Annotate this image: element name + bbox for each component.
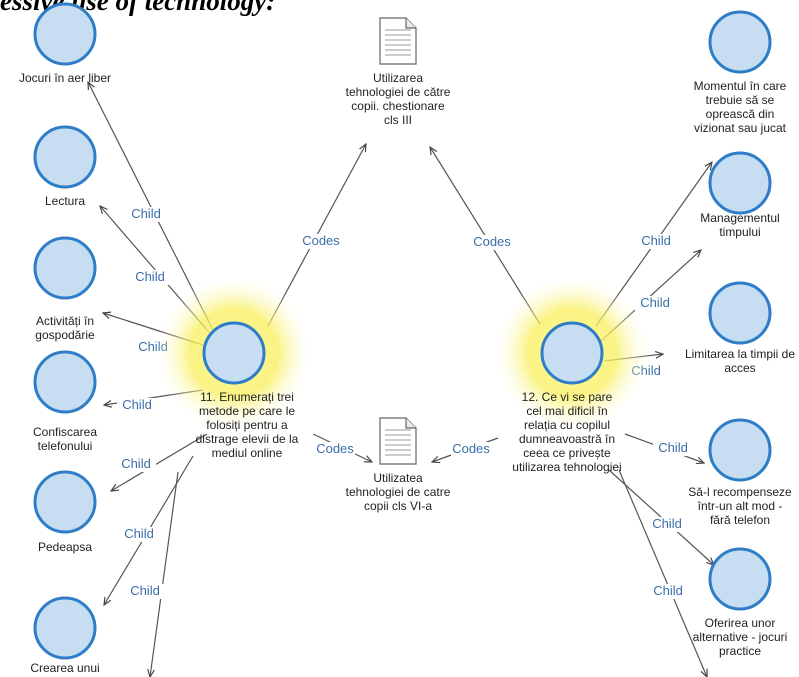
relation-label-codes: Codes	[473, 234, 511, 249]
child-label: Jocuri în aer liber	[19, 71, 111, 85]
relation-label-child: Child	[652, 516, 682, 531]
child-label: Lectura	[45, 194, 85, 208]
relation-label-codes: Codes	[452, 441, 490, 456]
relation-label-child: Child	[130, 583, 160, 598]
edge-line	[150, 471, 179, 677]
edge-label-bg	[119, 527, 159, 542]
child-node	[33, 350, 97, 414]
child-node	[33, 236, 97, 300]
relation-label-child: Child	[641, 233, 671, 248]
child-label: Crearea unui	[30, 661, 99, 675]
edge-label-bg	[301, 234, 341, 249]
child-label: Pedeapsa	[38, 540, 92, 554]
relation-label-child: Child	[135, 269, 165, 284]
edge-label-bg	[315, 442, 355, 457]
document-icon	[379, 417, 417, 465]
relation-label-child: Child	[640, 295, 670, 310]
edge-label-bg	[126, 207, 166, 222]
edge-label-bg	[116, 457, 156, 472]
relation-label-child: Child	[124, 526, 154, 541]
edge-line	[618, 469, 707, 677]
child-node	[33, 125, 97, 189]
edge-label-bg	[647, 517, 687, 532]
relation-label-codes: Codes	[316, 441, 354, 456]
edge-label-bg	[117, 398, 157, 413]
relation-label-child: Child	[653, 583, 683, 598]
relation-label-child: Child	[658, 440, 688, 455]
relation-label-child: Child	[122, 397, 152, 412]
child-node	[33, 2, 97, 66]
relation-label-child: Child	[121, 456, 151, 471]
child-node	[708, 151, 772, 215]
edge-label-bg	[472, 235, 512, 250]
hub-node-left	[202, 321, 266, 385]
relation-label-child: Child	[131, 206, 161, 221]
child-node	[33, 596, 97, 660]
child-node	[708, 10, 772, 74]
document-icon	[379, 17, 417, 65]
child-node	[708, 547, 772, 611]
hub-node-right	[540, 321, 604, 385]
child-node	[708, 418, 772, 482]
edge-label-bg	[636, 234, 676, 249]
child-node	[708, 281, 772, 345]
child-node	[33, 470, 97, 534]
edge-line	[111, 433, 208, 491]
edge-label-bg	[653, 441, 693, 456]
edge-label-bg	[451, 442, 491, 457]
edge-label-bg	[635, 296, 675, 311]
relation-label-codes: Codes	[302, 233, 340, 248]
edge-label-bg	[125, 584, 165, 599]
edge-label-bg	[130, 270, 170, 285]
edge-label-bg	[648, 584, 688, 599]
